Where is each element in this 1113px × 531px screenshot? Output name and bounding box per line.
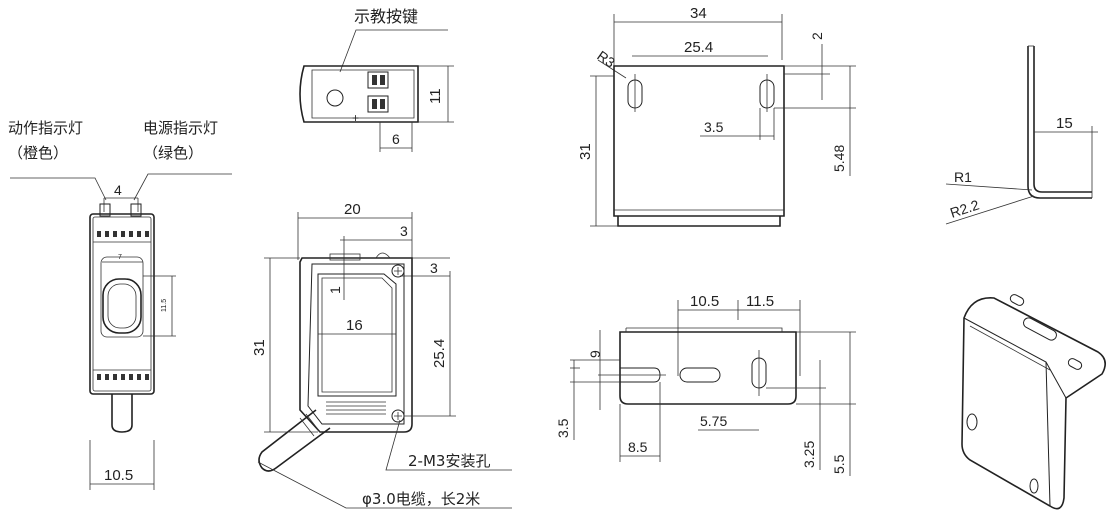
dim-side-r1: R1 [954, 169, 972, 185]
dim-top-3-5: 3.5 [555, 418, 571, 438]
teach-button-label: 示教按键 [354, 7, 418, 26]
dim-bracket-2: 2 [809, 32, 825, 40]
dim-main-20: 20 [344, 201, 361, 218]
dim-main-3a: 3 [400, 223, 408, 239]
action-led-label: 动作指示灯 [8, 119, 83, 137]
dim-main-1: 1 [327, 286, 343, 294]
dim-bracket-34: 34 [690, 5, 707, 22]
cable-label: φ3.0电缆，长2米 [362, 490, 480, 508]
dim-front-10-5: 10.5 [104, 467, 133, 484]
main-hatch [326, 401, 386, 415]
dim-top-5-75: 5.75 [700, 413, 727, 429]
bracket-side-view: 15 R1 R2.2 [945, 45, 1098, 225]
dim-main-25-4: 25.4 [431, 339, 448, 368]
dim-front-11-5: 11.5 [161, 299, 168, 312]
mounting-holes-label: 2-M3安装孔 [408, 452, 490, 470]
dim-top-8-5: 8.5 [628, 439, 648, 455]
dim-side-15: 15 [1056, 115, 1073, 132]
dim-top-3-25: 3.25 [801, 441, 817, 468]
bracket-3d-view [961, 294, 1106, 510]
front-view: 动作指示灯 （橙色） 电源指示灯 （绿色） 4 7 [8, 119, 232, 490]
action-led-color: （橙色） [8, 144, 68, 162]
dim-top-11-5: 11.5 [746, 293, 774, 310]
dim-bracket-25-4: 25.4 [684, 39, 713, 56]
dim-bracket-31: 31 [577, 143, 594, 160]
bottom-vent-slots [97, 374, 149, 380]
dim-main-16: 16 [346, 317, 363, 334]
dim-front-4: 4 [114, 182, 122, 198]
dim-top-11: 11 [427, 88, 444, 104]
dim-side-r2-2: R2.2 [948, 196, 981, 220]
svg-text:+: + [352, 111, 359, 125]
dim-bracket-3-5: 3.5 [704, 119, 724, 135]
top-vent-slots [97, 231, 149, 237]
dim-bracket-5-48: 5.48 [831, 145, 847, 172]
dim-top-6: 6 [392, 131, 400, 147]
dim-main-31: 31 [251, 339, 268, 356]
bracket-front-view: 34 25.4 R3 2 5.48 3.5 31 [577, 5, 856, 227]
dim-main-3b: 3 [430, 260, 438, 276]
main-view: 20 3 3 1 16 31 [251, 201, 512, 509]
dim-top-10-5: 10.5 [690, 293, 719, 310]
top-view: 示教按键 + 11 6 [299, 7, 454, 152]
power-led-label: 电源指示灯 [143, 119, 218, 137]
bracket-top-view: 10.5 11.5 9 3.5 8.5 5.75 3.25 5.5 [555, 293, 856, 476]
dim-front-7: 7 [118, 254, 122, 261]
dim-top-5-5: 5.5 [831, 454, 847, 474]
power-led-color: （绿色） [143, 144, 203, 162]
dim-top-9: 9 [587, 350, 603, 358]
